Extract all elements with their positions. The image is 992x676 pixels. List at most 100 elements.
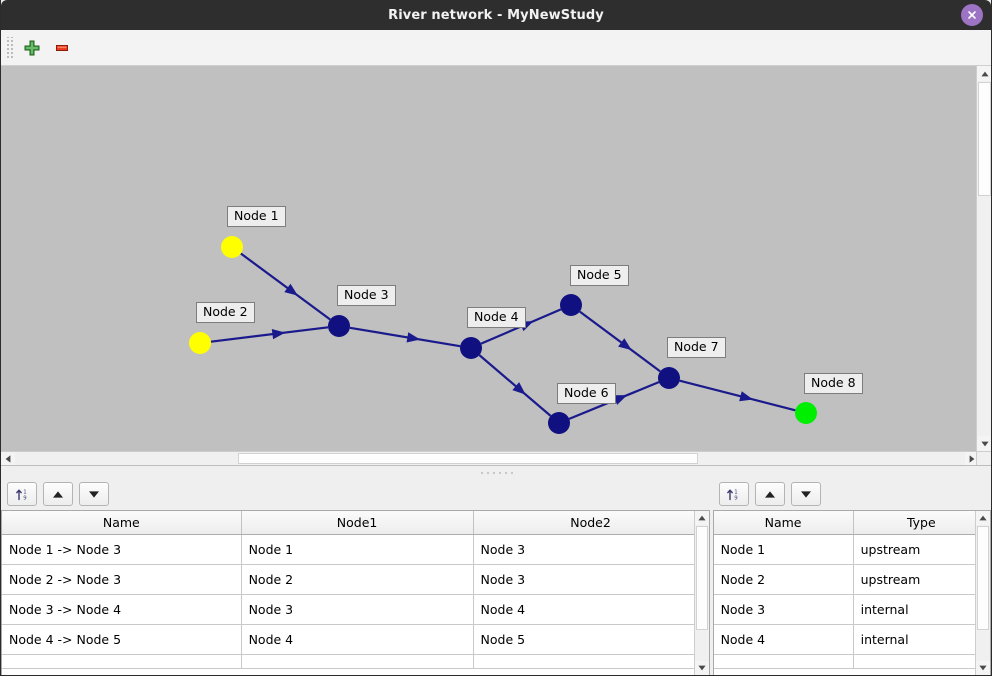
graph-node-node-4[interactable] — [460, 337, 482, 359]
branch-sort-button[interactable]: 1 9 — [7, 482, 37, 506]
chevron-right-icon — [969, 454, 975, 463]
add-node-button[interactable] — [17, 34, 47, 62]
close-button[interactable] — [961, 4, 983, 26]
graph-node-label-node-6[interactable]: Node 6 — [557, 383, 616, 404]
table-cell[interactable]: Node 1 — [241, 534, 474, 565]
node-column-header-name[interactable]: Name — [713, 511, 854, 535]
branch-toolbar: 1 9 — [1, 478, 710, 510]
graph-node-node-3[interactable] — [328, 315, 350, 337]
graph-node-label-node-3[interactable]: Node 3 — [337, 285, 396, 306]
node-scroll-thumb[interactable] — [977, 526, 989, 630]
graph-node-node-2[interactable] — [189, 332, 211, 354]
table-cell[interactable]: upstream — [853, 534, 990, 565]
table-cell[interactable] — [713, 654, 854, 669]
table-row-empty[interactable] — [2, 654, 709, 669]
node-scroll-down-button[interactable] — [976, 661, 990, 675]
network-graph-canvas[interactable]: Node 1 Node 2 Node 3 Node 4 Node 5 Node 6 Node… — [1, 66, 991, 465]
vertical-splitter[interactable] — [709, 478, 713, 675]
graph-node-label-node-4[interactable]: Node 4 — [467, 307, 526, 328]
table-cell[interactable] — [241, 654, 474, 669]
delete-node-button[interactable] — [47, 34, 77, 62]
branch-column-header-node2[interactable]: Node2 — [473, 511, 709, 535]
table-cell[interactable]: upstream — [853, 564, 990, 595]
node-move-down-button[interactable] — [790, 482, 821, 506]
toolbar-drag-handle[interactable] — [5, 36, 14, 59]
horizontal-splitter[interactable] — [1, 465, 991, 478]
table-cell[interactable]: Node 2 — [241, 564, 474, 595]
graph-horizontal-scrollbar[interactable] — [1, 451, 979, 465]
table-row-empty[interactable] — [713, 654, 990, 669]
branch-scroll-down-button[interactable] — [694, 661, 709, 675]
graph-scroll-down-button[interactable] — [977, 436, 991, 451]
graph-node-label-node-7[interactable]: Node 7 — [667, 337, 726, 358]
branch-scroll-thumb[interactable] — [695, 526, 708, 630]
table-cell[interactable]: Node 3 -> Node 4 — [2, 594, 242, 625]
table-cell[interactable]: Node 2 -> Node 3 — [2, 564, 242, 595]
node-move-up-button[interactable] — [754, 482, 785, 506]
graph-node-node-1[interactable] — [221, 236, 243, 258]
graph-edge[interactable] — [240, 252, 331, 321]
node-column-header-type[interactable]: Type — [853, 511, 990, 535]
graph-edge[interactable] — [349, 326, 461, 348]
graph-vertical-scrollbar[interactable] — [976, 66, 991, 451]
branch-scroll-up-button[interactable] — [694, 511, 709, 525]
graph-node-node-8[interactable] — [795, 402, 817, 424]
graph-node-label-node-2[interactable]: Node 2 — [196, 302, 255, 323]
svg-text:1: 1 — [23, 489, 26, 495]
node-toolbar: 1 9 — [712, 478, 991, 510]
graph-node-node-6[interactable] — [548, 412, 570, 434]
table-cell[interactable]: Node 3 — [241, 594, 474, 625]
graph-scroll-up-button[interactable] — [977, 66, 991, 81]
graph-scroll-right-button[interactable] — [965, 452, 979, 465]
graph-horizontal-scroll-thumb[interactable] — [238, 453, 698, 464]
graph-node-label-node-8[interactable]: Node 8 — [804, 373, 863, 394]
graph-toolbar — [1, 30, 991, 66]
graph-node-label-node-1[interactable]: Node 1 — [227, 206, 286, 227]
graph-edge[interactable] — [210, 326, 329, 343]
graph-edge[interactable] — [478, 354, 552, 417]
move-down-icon — [89, 490, 99, 498]
table-cell[interactable]: Node 4 — [713, 624, 854, 655]
node-sort-button[interactable]: 1 9 — [718, 482, 749, 506]
graph-node-node-7[interactable] — [658, 367, 680, 389]
table-cell[interactable]: Node 1 — [713, 534, 854, 565]
graph-vertical-scroll-thumb[interactable] — [978, 82, 991, 196]
branch-column-header-name[interactable]: Name — [2, 511, 242, 535]
table-cell[interactable]: Node 4 — [473, 594, 709, 625]
table-cell[interactable]: Node 3 — [473, 564, 709, 595]
branch-move-up-button[interactable] — [43, 482, 73, 506]
table-cell[interactable]: Node 4 — [241, 624, 474, 655]
table-cell[interactable]: Node 2 — [713, 564, 854, 595]
branch-move-down-button[interactable] — [79, 482, 109, 506]
branch-column-header-node1[interactable]: Node1 — [241, 511, 474, 535]
table-cell[interactable]: Node 3 — [713, 594, 854, 625]
table-cell[interactable]: Node 4 -> Node 5 — [2, 624, 242, 655]
graph-edge[interactable] — [579, 310, 661, 373]
svg-text:9: 9 — [23, 495, 27, 501]
table-cell[interactable]: Node 1 -> Node 3 — [2, 534, 242, 565]
table-cell[interactable] — [853, 654, 990, 669]
table-cell[interactable]: Node 5 — [473, 624, 709, 655]
graph-scroll-left-button[interactable] — [1, 452, 15, 465]
graph-node-node-5[interactable] — [560, 294, 582, 316]
table-cell[interactable]: Node 3 — [473, 534, 709, 565]
table-cell[interactable] — [2, 654, 242, 669]
graph-node-label-node-5[interactable]: Node 5 — [570, 265, 629, 286]
table-cell[interactable]: internal — [853, 624, 990, 655]
branch-table-scrollbar[interactable] — [693, 511, 709, 675]
table-cell[interactable]: internal — [853, 594, 990, 625]
node-table-scrollbar[interactable] — [975, 511, 990, 675]
table-cell[interactable] — [473, 654, 709, 669]
graph-edge[interactable] — [679, 379, 796, 412]
node-scroll-up-button[interactable] — [976, 511, 990, 525]
